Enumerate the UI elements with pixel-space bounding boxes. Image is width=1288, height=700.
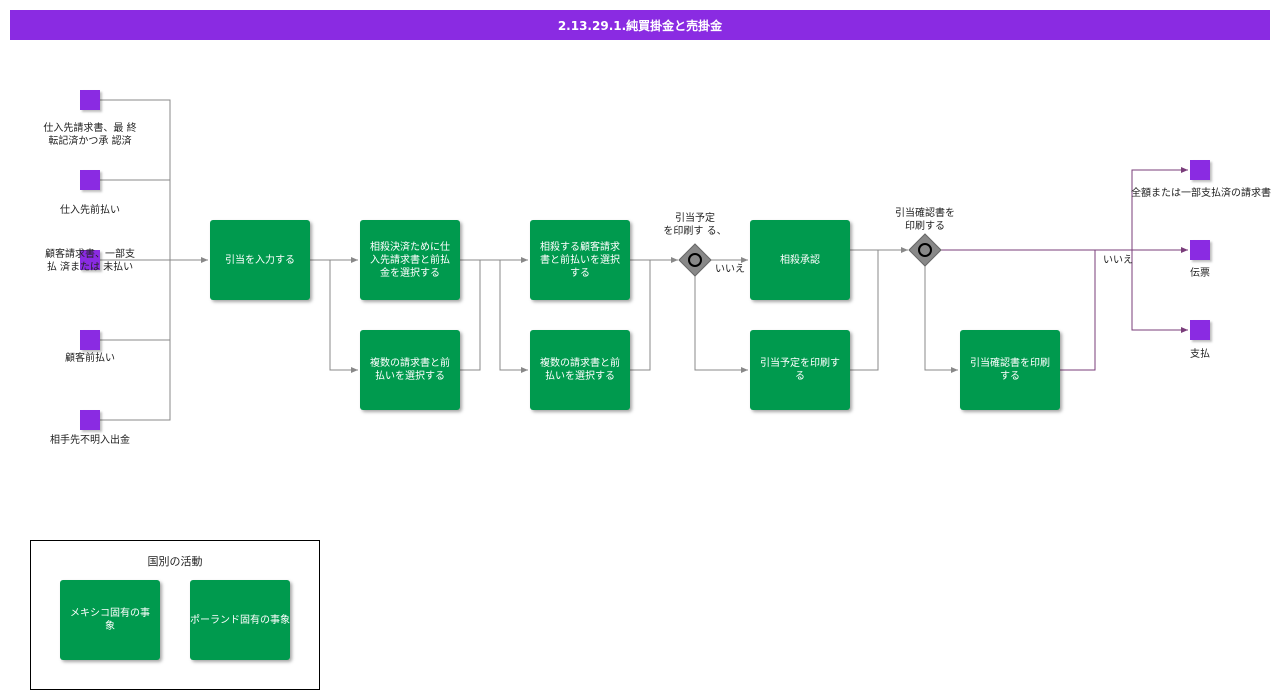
edge-gw2-yes <box>924 265 958 373</box>
gateway-print-confirm[interactable] <box>908 233 942 267</box>
input-label-3: 顧客請求書、一部支 払 済または 未払い <box>45 249 135 273</box>
output-event-voucher[interactable] <box>1190 240 1210 260</box>
output-label-invoice: 全額または一部支払済の請求書 <box>1131 188 1271 199</box>
gateway-label-print-plan: 引当予定 を印刷す る、 <box>663 213 727 237</box>
input-event-3[interactable] <box>80 250 100 270</box>
input-label-1: 仕入先請求書、最 終 転記済かつ承 認済 <box>43 123 137 147</box>
edge-to-out-payment <box>1131 250 1188 333</box>
task-select-multiple-2[interactable]: 複数の請求書と前 払いを選択する <box>530 330 630 410</box>
input-event-4[interactable] <box>80 330 100 350</box>
task-print-confirmation[interactable]: 引当確認書を印刷 する <box>960 330 1060 410</box>
task-print-plan[interactable]: 引当予定を印刷す る <box>750 330 850 410</box>
input-event-1[interactable] <box>80 90 100 110</box>
edge-input-5 <box>100 340 171 421</box>
output-event-invoice[interactable] <box>1190 160 1210 180</box>
diagram-title: 2.13.29.1.純買掛金と売掛金 <box>10 10 1270 40</box>
input-label-2: 仕入先前払い <box>60 205 120 216</box>
input-label-5: 相手先不明入出金 <box>50 435 130 446</box>
task-select-offset-invoices[interactable]: 相殺決済ために仕 入先請求書と前払 金を選択する <box>360 220 460 300</box>
gateway-no-label-2: いいえ <box>1103 255 1133 266</box>
edge-multi1-up <box>460 260 481 371</box>
input-event-2[interactable] <box>80 170 100 190</box>
input-label-4: 顧客前払い <box>65 353 115 364</box>
edge-gw1-yes <box>694 275 748 373</box>
gateway-label-print-confirm: 引当確認書を 印刷する <box>895 208 955 232</box>
output-event-payment[interactable] <box>1190 320 1210 340</box>
input-event-5[interactable] <box>80 410 100 430</box>
task-offset-approval[interactable]: 相殺承認 <box>750 220 850 300</box>
task-select-multiple-1[interactable]: 複数の請求書と前 払いを選択する <box>360 330 460 410</box>
legend-mexico-event[interactable]: メキシコ固有の事 象 <box>60 580 160 660</box>
edge-input-1 <box>100 99 171 260</box>
edge-multi2-up <box>630 260 651 371</box>
gateway-no-label-1: いいえ <box>715 264 745 275</box>
output-label-payment: 支払 <box>1190 349 1210 360</box>
task-enter-allocation[interactable]: 引当を入力する <box>210 220 310 300</box>
edge-confirm-up <box>1060 250 1096 371</box>
output-label-voucher: 伝票 <box>1190 268 1210 279</box>
gateway-print-plan[interactable] <box>678 243 712 277</box>
edge-printplan-up <box>850 250 879 371</box>
edge-enter-to-multi1 <box>329 260 358 373</box>
legend-title: 国別の活動 <box>147 555 203 568</box>
legend-poland-event[interactable]: ポーランド固有の事象 <box>190 580 290 660</box>
task-select-customer-invoices[interactable]: 相殺する顧客請求 書と前払いを選択 する <box>530 220 630 300</box>
legend-box: 国別の活動 メキシコ固有の事 象 ポーランド固有の事象 <box>30 540 320 690</box>
edge-to-out-invoice <box>1131 167 1188 250</box>
edge-branch-to-multi2 <box>499 260 528 373</box>
